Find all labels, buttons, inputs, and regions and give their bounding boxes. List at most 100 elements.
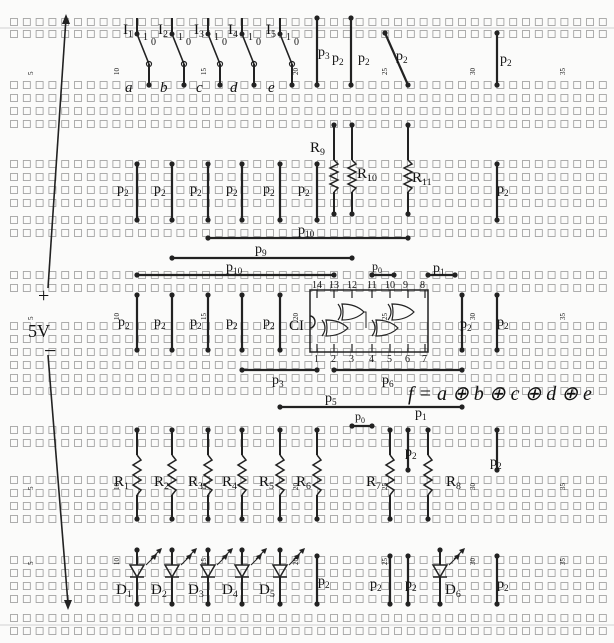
hole — [48, 322, 57, 330]
hole — [573, 556, 582, 564]
hole — [445, 627, 454, 635]
hole — [547, 229, 556, 237]
hole — [573, 569, 582, 577]
hole — [304, 582, 313, 590]
hole — [381, 94, 390, 102]
wire-label-p2: p2 — [497, 182, 509, 198]
chip-pin-number-bottom: 4 — [369, 354, 374, 365]
hole — [304, 627, 313, 635]
hole — [22, 271, 31, 279]
hole — [560, 387, 569, 395]
hole — [214, 186, 223, 194]
hole — [560, 426, 569, 434]
hole — [150, 582, 159, 590]
hole — [74, 94, 82, 102]
hole — [240, 476, 249, 484]
hole — [330, 107, 338, 115]
components — [47, 14, 500, 610]
wire-end — [494, 161, 500, 167]
hole — [342, 229, 351, 237]
hole — [509, 489, 518, 497]
led-triangle — [431, 564, 449, 579]
hole — [522, 374, 530, 382]
resistor-pin — [205, 516, 211, 522]
hole — [48, 387, 57, 395]
hole — [163, 94, 172, 102]
hole — [534, 160, 543, 168]
hole — [496, 614, 505, 622]
hole — [189, 595, 198, 603]
hole — [598, 120, 607, 128]
hole — [355, 94, 364, 102]
hole — [381, 569, 390, 577]
led-light-arrowhead — [222, 554, 228, 560]
hole — [61, 216, 70, 224]
hole — [586, 229, 594, 237]
hole — [22, 229, 31, 237]
hole — [99, 515, 108, 523]
hole — [432, 229, 441, 237]
hole — [355, 595, 364, 603]
hole — [317, 120, 326, 128]
hole — [547, 374, 556, 382]
hole — [586, 595, 594, 603]
hole — [432, 476, 441, 484]
hole — [189, 216, 198, 224]
hole — [227, 173, 236, 181]
hole — [138, 582, 146, 590]
hole — [22, 81, 31, 89]
hole — [253, 387, 262, 395]
hole — [240, 582, 249, 590]
hole — [483, 426, 492, 434]
hole — [368, 374, 377, 382]
hole — [163, 107, 172, 115]
hole — [48, 439, 57, 447]
hole — [381, 186, 390, 194]
hole — [368, 160, 377, 168]
hole — [35, 361, 44, 369]
hole — [163, 361, 172, 369]
wire-end — [459, 347, 465, 353]
hole — [202, 335, 210, 343]
wire-end — [494, 427, 500, 433]
hole — [253, 569, 262, 577]
wire-end — [459, 292, 465, 298]
hole — [266, 361, 274, 369]
hole — [317, 502, 326, 510]
hole — [163, 335, 172, 343]
wire-label-p10: p10 — [226, 260, 243, 276]
hole — [48, 348, 57, 356]
hole — [10, 18, 18, 26]
hole — [406, 476, 415, 484]
hole — [214, 515, 223, 523]
hole — [458, 387, 466, 395]
hole — [99, 18, 108, 26]
hole — [445, 595, 454, 603]
hole — [445, 569, 454, 577]
switch-pos-1: 1 — [214, 32, 219, 43]
hole — [86, 216, 95, 224]
led-triangle — [199, 564, 217, 579]
resistor-bottom — [202, 454, 214, 496]
hole — [317, 439, 326, 447]
wire-label-p5: p5 — [325, 391, 337, 407]
hole — [598, 229, 607, 237]
hole — [176, 199, 185, 207]
hole — [138, 556, 146, 564]
hole — [368, 30, 377, 38]
hole — [355, 569, 364, 577]
hole — [74, 271, 82, 279]
hole — [74, 515, 82, 523]
hole — [304, 322, 313, 330]
breadboard-holes — [0, 18, 614, 635]
hole — [291, 439, 300, 447]
hole — [381, 582, 390, 590]
hole — [394, 361, 402, 369]
hole — [240, 627, 249, 635]
hole — [74, 582, 82, 590]
hole — [483, 199, 492, 207]
hole — [35, 284, 44, 292]
hole — [291, 107, 300, 115]
hole — [406, 94, 415, 102]
